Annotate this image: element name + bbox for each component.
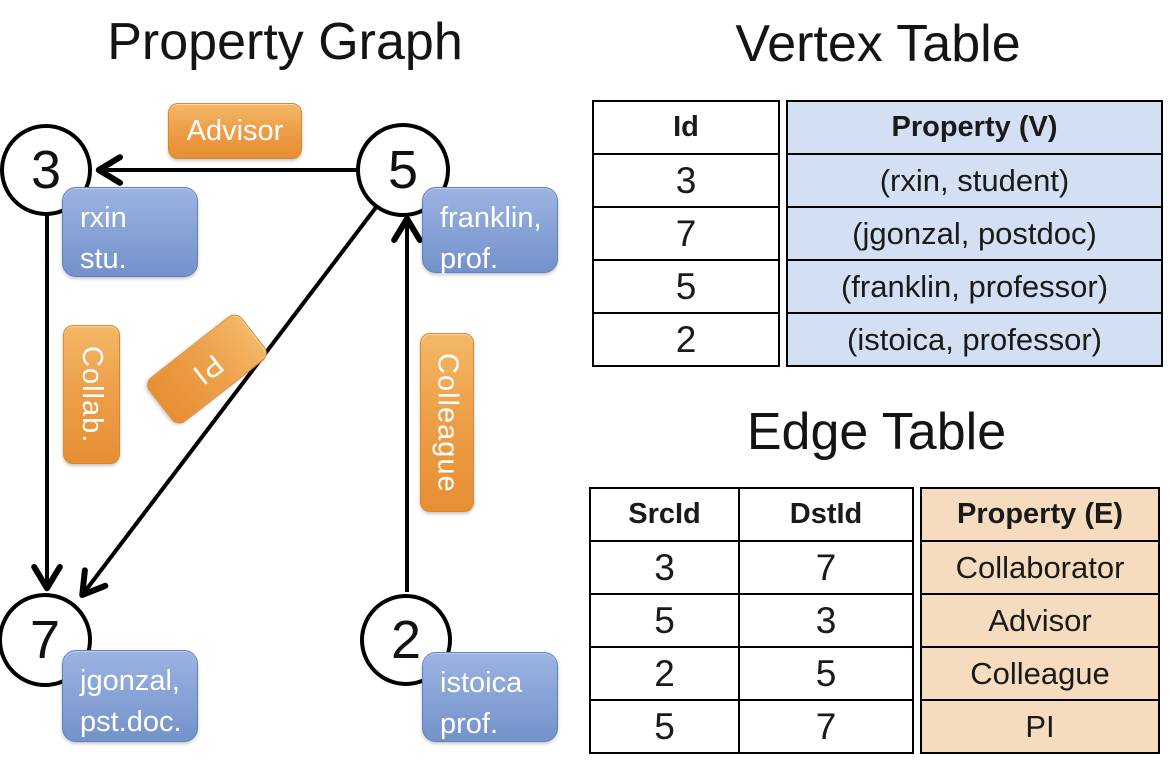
vertex-cell-property: (franklin, professor): [786, 259, 1163, 314]
vertex-prop-3-line1: rxin: [80, 202, 127, 234]
edge-label-colleague: Colleague: [420, 333, 474, 512]
vertex-cell-id: 5: [592, 259, 780, 314]
edge-cell-dst: 7: [738, 540, 914, 595]
edge-pi-arrow-5-to-7: [79, 204, 379, 598]
edge-cell-src: 3: [589, 540, 740, 595]
vertex-cell-id: 2: [592, 312, 780, 367]
vertex-cell-property: (istoica, professor): [786, 312, 1163, 367]
edge-cell-property: Collaborator: [920, 540, 1160, 595]
edge-cell-dst: 5: [738, 646, 914, 701]
vertex-prop-7-line2: pst.doc.: [80, 706, 182, 738]
vertex-prop-3-line2: stu.: [80, 243, 127, 275]
vertex-prop-2-line2: prof.: [440, 708, 499, 740]
vertex-prop-box-3: rxin stu.: [62, 187, 198, 277]
vertex-header-id: Id: [592, 100, 780, 155]
vertex-prop-7-line1: jgonzal,: [80, 665, 180, 697]
edge-table: SrcId DstId 3 7 5 3 2 5 5 7 Property (E)…: [589, 487, 1160, 754]
vertex-prop-box-2: istoica prof.: [422, 652, 558, 742]
edge-cell-src: 2: [589, 646, 740, 701]
vertex-prop-2-line1: istoica: [440, 667, 523, 699]
edge-table-property-column: Property (E) Collaborator Advisor Collea…: [920, 487, 1160, 754]
edge-cell-src: 5: [589, 593, 740, 648]
vertex-table-property-column: Property (V) (rxin, student) (jgonzal, p…: [786, 100, 1163, 367]
edge-header-dstid: DstId: [738, 487, 914, 542]
vertex-prop-5-line1: franklin,: [440, 202, 542, 234]
vertex-id-7: 7: [29, 610, 61, 670]
edge-cell-dst: 7: [738, 699, 914, 754]
vertex-prop-box-5: franklin, prof.: [422, 187, 558, 275]
edge-label-colleague-text: Colleague: [431, 352, 464, 493]
edge-header-srcid: SrcId: [589, 487, 740, 542]
vertex-prop-box-7: jgonzal, pst.doc.: [62, 650, 198, 742]
edge-label-advisor-text: Advisor: [186, 114, 284, 147]
vertex-table-title: Vertex Table: [735, 15, 1021, 73]
vertex-id-5: 5: [387, 140, 419, 200]
edge-label-advisor: Advisor: [168, 103, 302, 159]
vertex-cell-property: (jgonzal, postdoc): [786, 206, 1163, 261]
edge-cell-src: 5: [589, 699, 740, 754]
vertex-table: Id 3 7 5 2 Property (V) (rxin, student) …: [592, 100, 1163, 367]
vertex-prop-5-line2: prof.: [440, 243, 499, 275]
edge-header-property: Property (E): [920, 487, 1160, 542]
edge-cell-property: Colleague: [920, 646, 1160, 701]
edge-cell-property: PI: [920, 699, 1160, 754]
vertex-cell-id: 3: [592, 153, 780, 208]
edge-table-id-columns: SrcId DstId 3 7 5 3 2 5 5 7: [589, 487, 914, 754]
vertex-cell-id: 7: [592, 206, 780, 261]
vertex-cell-property: (rxin, student): [786, 153, 1163, 208]
edge-label-collab-text: Collab.: [76, 345, 108, 444]
edge-cell-dst: 3: [738, 593, 914, 648]
edge-table-title: Edge Table: [746, 403, 1007, 461]
property-graph-title: Property Graph: [107, 13, 463, 71]
vertex-id-3: 3: [30, 140, 62, 200]
edge-cell-property: Advisor: [920, 593, 1160, 648]
edge-label-pi-text: PI: [185, 347, 229, 392]
edge-label-collab: Collab.: [63, 325, 120, 464]
vertex-header-property: Property (V): [786, 100, 1163, 155]
vertex-table-id-column: Id 3 7 5 2: [592, 100, 780, 367]
vertex-id-2: 2: [390, 610, 422, 670]
graph-canvas: [0, 123, 452, 687]
